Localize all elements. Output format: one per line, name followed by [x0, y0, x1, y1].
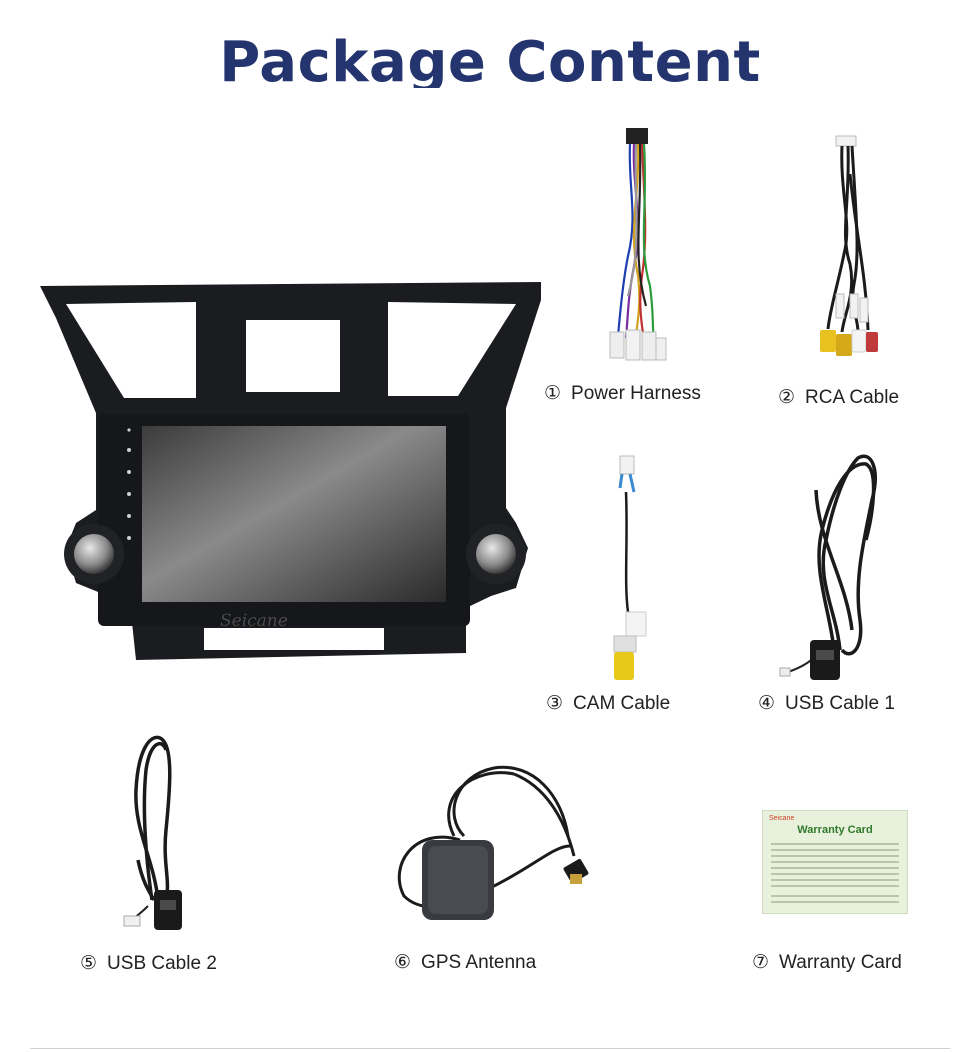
- usb-cable-1-image: [779, 454, 877, 680]
- caption-number: ④: [758, 692, 776, 714]
- warranty-card-image: Seicane Warranty Card: [762, 810, 908, 914]
- caption-label: RCA Cable: [805, 387, 900, 408]
- page-title: Package Content: [219, 30, 761, 88]
- usb-cable-2-image: [123, 735, 182, 930]
- warranty-card-brand: Seicane: [769, 815, 795, 822]
- caption-number: ⑥: [394, 951, 412, 973]
- cam-cable-image: [613, 455, 647, 680]
- bottom-divider: [30, 1048, 950, 1049]
- caption-number: ②: [778, 386, 796, 408]
- caption-usb-cable-2: ⑤ USB Cable 2: [80, 952, 217, 975]
- caption-gps-antenna: ⑥ GPS Antenna: [394, 951, 536, 974]
- caption-label: CAM Cable: [573, 693, 671, 714]
- caption-cam-cable: ③ CAM Cable: [546, 692, 670, 715]
- gps-antenna-image: [397, 765, 589, 920]
- caption-usb-cable-1: ④ USB Cable 1: [758, 692, 895, 715]
- caption-warranty-card: ⑦ Warranty Card: [752, 951, 902, 974]
- head-unit-image: Seicane: [40, 282, 541, 660]
- head-unit-brand: Seicane: [220, 611, 288, 631]
- caption-number: ①: [544, 382, 562, 404]
- caption-number: ⑤: [80, 952, 98, 974]
- caption-power-harness: ① Power Harness: [544, 382, 701, 405]
- caption-number: ⑦: [752, 951, 770, 973]
- caption-rca-cable: ② RCA Cable: [778, 386, 899, 409]
- caption-number: ③: [546, 692, 564, 714]
- caption-label: USB Cable 1: [785, 693, 895, 714]
- caption-label: Power Harness: [571, 383, 701, 404]
- caption-label: Warranty Card: [779, 952, 902, 973]
- rca-cable-image: [820, 135, 878, 356]
- caption-label: USB Cable 2: [107, 953, 217, 974]
- caption-label: GPS Antenna: [421, 952, 537, 973]
- warranty-card-title: Warranty Card: [797, 824, 873, 836]
- power-harness-image: [609, 128, 667, 361]
